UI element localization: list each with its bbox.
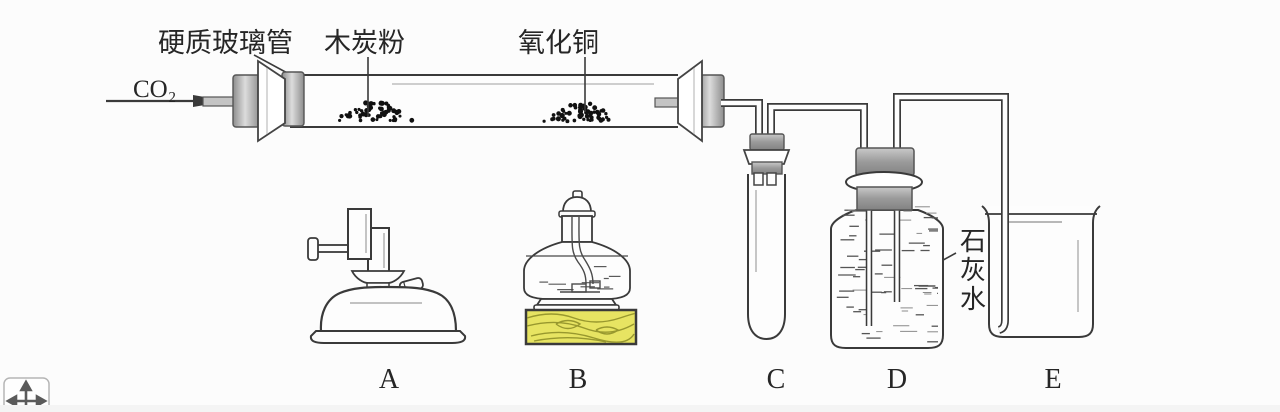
stopper-flare (742, 149, 791, 165)
bottle-stopper (845, 147, 923, 211)
glass-tube-label: 硬质玻璃管 (158, 28, 293, 58)
inlet-glass-tube (202, 96, 238, 107)
wood-block (524, 308, 638, 346)
limewater-liquid (836, 206, 938, 343)
nozzle-plate-front (347, 208, 372, 260)
alcohol-lamp (523, 190, 638, 346)
lamp-neck (561, 215, 593, 243)
bottle-body (830, 209, 944, 349)
lamp-wick (560, 216, 601, 293)
tube-stub (766, 172, 777, 186)
adjust-rod (316, 244, 350, 253)
text-labels: 硬质玻璃管 木炭粉 氧化铜 CO₂ 石 灰 水 A B C D E (133, 28, 1062, 395)
gas-washing-bottle (830, 206, 944, 349)
apparatus-letter-C: C (767, 364, 786, 395)
stopper-collar (751, 161, 783, 175)
hard-glass-tube (288, 74, 678, 128)
left-stopper-assembly (202, 59, 305, 143)
limewater-char-2: 灰 (960, 256, 986, 285)
beaker (981, 205, 1101, 338)
testtube-to-bottle (768, 104, 867, 154)
burner-base-rim (309, 330, 467, 344)
connecting-tubes (721, 93, 1009, 334)
limewater-char-1: 石 (960, 227, 986, 256)
stopper-cone (257, 59, 286, 143)
lamp-bulb (523, 241, 631, 300)
apparatus-letter-E: E (1044, 364, 1061, 395)
co2-label: CO₂ (133, 76, 176, 103)
alcohol-blast-lamp (307, 208, 467, 344)
stopper-collar (232, 74, 261, 128)
pan-cursor-widget (3, 377, 50, 412)
stopper-cone (677, 59, 703, 143)
tube-stub (753, 172, 764, 186)
apparatus-letter-D: D (887, 364, 907, 395)
burner-dome (319, 285, 458, 332)
apparatus-letter-A: A (379, 364, 400, 395)
bottle-to-beaker (894, 94, 1008, 333)
tube-to-testtube (721, 100, 762, 140)
adjust-handle (307, 237, 319, 261)
stopper-cap (749, 133, 785, 151)
wood-grain (527, 312, 635, 343)
stopper-collar (856, 186, 913, 211)
test-tube (747, 174, 786, 341)
apparatus-letter-B: B (569, 364, 588, 395)
bottom-edge-strip (0, 405, 1280, 412)
burner-dish (350, 270, 406, 284)
lamp-base-collar (535, 298, 618, 306)
copper-oxide-label: 氧化铜 (518, 28, 599, 58)
bottle-internal-tubes (865, 208, 901, 326)
charcoal-label: 木炭粉 (324, 28, 405, 58)
lamp-cap (562, 196, 592, 213)
limewater-char-3: 水 (960, 285, 986, 314)
beaker-body (981, 205, 1101, 338)
right-stopper-assembly (654, 59, 725, 143)
test-tube-stopper (742, 133, 791, 186)
copper-oxide-pile (542, 101, 611, 124)
test-tube-body (747, 174, 786, 341)
